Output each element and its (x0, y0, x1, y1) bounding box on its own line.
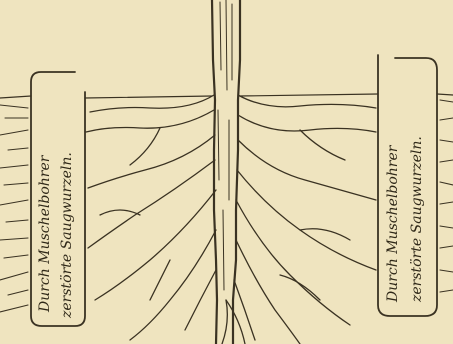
right-label-line1: Durch Muschelbohrer (386, 146, 400, 302)
right-label-line2: zerstörte Saugwurzeln. (410, 136, 424, 302)
destroyed-rootlets-left (0, 105, 28, 312)
pile-trunk (212, 0, 240, 344)
left-label-line1: Durch Muschelbohrer (38, 156, 52, 312)
destroyed-rootlets-right (440, 100, 453, 292)
roots (86, 95, 376, 344)
left-label-line2: zerstörte Saugwurzeln. (60, 152, 74, 318)
surface-line (0, 94, 453, 98)
